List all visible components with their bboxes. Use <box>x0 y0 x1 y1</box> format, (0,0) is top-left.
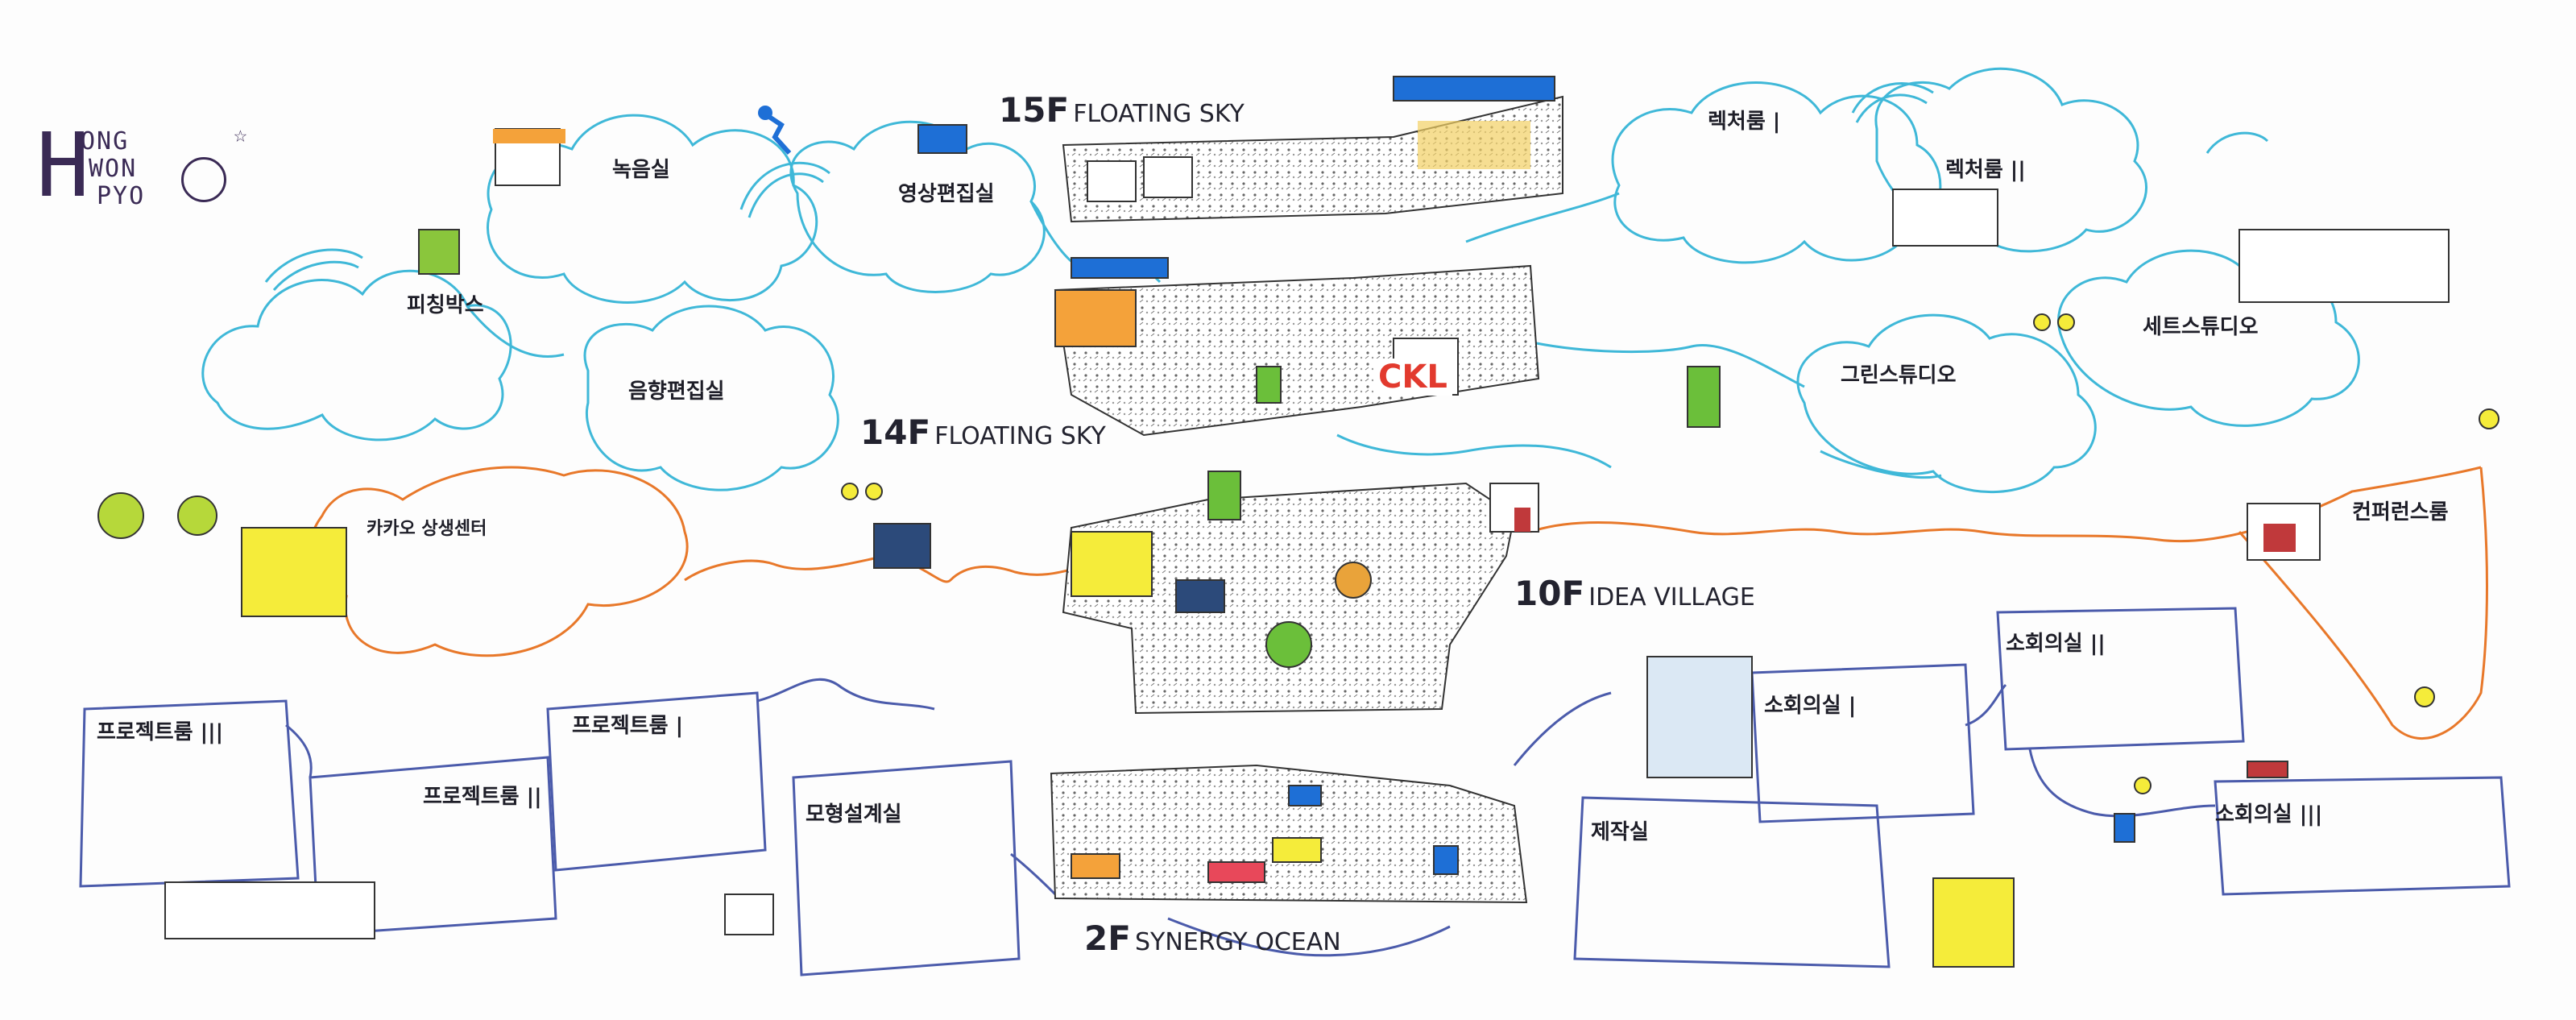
box-meeting-3 <box>2214 776 2511 896</box>
ckl-badge: CKL <box>1373 359 1452 396</box>
set-studio-icon <box>2238 229 2450 303</box>
cloud-lecture <box>1611 81 1942 264</box>
floor-name: SYNERGY OCEAN <box>1135 928 1341 956</box>
cloud-pitching <box>201 269 512 442</box>
floor-title-14f: 14F FLOATING SKY <box>860 413 1106 452</box>
signature-face-icon <box>181 157 226 202</box>
floor-2-illustration <box>1050 764 1528 904</box>
room-label-video-edit: 영상편집실 <box>898 182 995 206</box>
cloud-kakao <box>307 466 689 657</box>
floor-number: 14F <box>860 413 931 452</box>
lecture-room-icon <box>1892 189 1998 247</box>
room-label-recording: 녹음실 <box>612 158 670 182</box>
blue-runner-icon <box>768 114 792 155</box>
room-label-small-meeting-1: 소회의실 | <box>1764 694 1857 718</box>
green-screen-icon <box>1687 366 1721 428</box>
pitching-box-icon <box>418 229 460 275</box>
cloud-video <box>789 120 1046 293</box>
box-model <box>792 760 1021 976</box>
room-label-project-1: 프로젝트룸 | <box>572 714 684 738</box>
signature-line1: ONG <box>81 127 130 155</box>
production-machine-icon <box>1932 877 2015 968</box>
floor-title-15f: 15F FLOATING SKY <box>999 90 1245 130</box>
meeting-glass-icon <box>1646 656 1753 778</box>
ocean-ribbon <box>285 678 2216 957</box>
horse-icon <box>873 523 931 569</box>
room-label-lecture-1: 렉처룸 | <box>1708 110 1781 134</box>
room-label-set-studio: 세트스튜디오 <box>2143 315 2259 339</box>
room-label-small-meeting-3: 소회의실 ||| <box>2215 802 2323 827</box>
room-label-lecture-2: 렉처룸 || <box>1945 158 2026 182</box>
floor-15-illustration <box>1062 76 1563 223</box>
floor-number: 2F <box>1084 918 1131 958</box>
video-desk-icon <box>917 124 967 154</box>
floor-name: IDEA VILLAGE <box>1588 583 1755 612</box>
room-label-conference: 컨퍼런스룸 <box>2352 500 2449 525</box>
kakao-table-icon <box>241 527 347 617</box>
box-project-1 <box>546 691 767 872</box>
floor-14-illustration <box>1054 257 1540 437</box>
room-label-project-2: 프로젝트룸 || <box>423 785 542 809</box>
floor-number: 15F <box>999 90 1070 130</box>
room-label-green-studio: 그린스튜디오 <box>1841 363 1957 388</box>
cloud-recording <box>487 114 818 304</box>
room-label-production: 제작실 <box>1591 820 1649 844</box>
signature-letter-h: H <box>36 114 90 217</box>
box-meeting-1 <box>1750 663 1975 823</box>
floor-title-2f: 2F SYNERGY OCEAN <box>1084 918 1341 958</box>
cloud-sound <box>583 305 839 491</box>
cloud-set <box>2057 249 2360 427</box>
decorations <box>97 106 2499 968</box>
room-label-pitching-box: 피칭박스 <box>407 293 484 317</box>
signature-star-icon: ☆ <box>234 121 247 147</box>
bulb-icon <box>2479 408 2499 429</box>
path-to-conference <box>1530 466 2482 543</box>
floor-number: 10F <box>1514 574 1585 613</box>
floor-10-illustration <box>1062 471 1539 715</box>
box-production <box>1573 796 1891 968</box>
box-meeting-2 <box>1996 607 2245 751</box>
room-label-kakao: 카카오 상생센터 <box>367 519 487 539</box>
signature-line3: PYO <box>97 182 146 210</box>
box-project-3 <box>79 699 300 888</box>
path-conference-loop <box>2238 466 2488 740</box>
floor-name: FLOATING SKY <box>934 422 1106 450</box>
cloud-green <box>1796 313 2097 494</box>
room-label-small-meeting-2: 소회의실 || <box>2006 632 2106 656</box>
model-board-icon <box>724 894 774 935</box>
room-label-model-design: 모형설계실 <box>806 802 902 827</box>
room-label-project-3: 프로젝트룸 ||| <box>97 720 224 744</box>
project-room-icon <box>164 881 375 939</box>
floor-title-10f: 10F IDEA VILLAGE <box>1514 574 1755 613</box>
rainbow-arcs <box>264 82 2269 291</box>
room-label-sound-edit: 음향편집실 <box>628 379 725 404</box>
cup-icon <box>2114 813 2135 843</box>
car-icon <box>2247 761 2288 778</box>
signature-line2: WON <box>89 155 138 183</box>
floor-name: FLOATING SKY <box>1073 100 1245 128</box>
